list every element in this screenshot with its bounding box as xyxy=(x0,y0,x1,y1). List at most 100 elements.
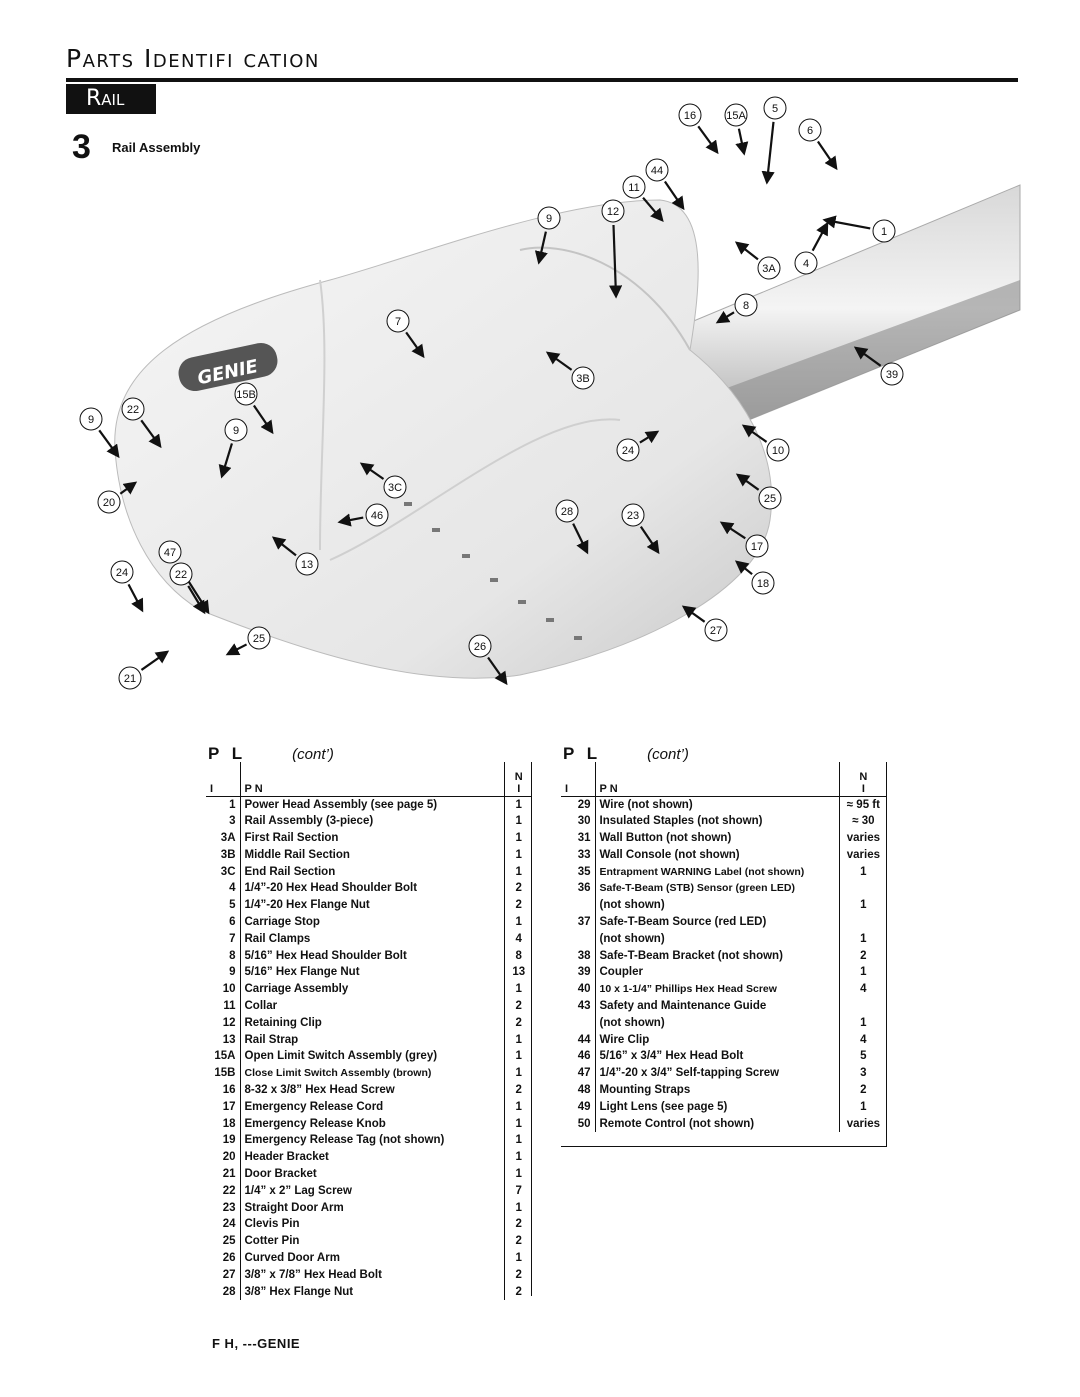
part-qty: 1 xyxy=(515,1251,522,1264)
part-qty: 1 xyxy=(860,932,867,945)
part-name: Coupler xyxy=(595,963,840,981)
callout-arrow xyxy=(639,430,660,444)
callout-arrow xyxy=(140,419,162,449)
callout-arrow xyxy=(735,473,760,491)
vents xyxy=(404,502,582,640)
part-qty: 13 xyxy=(512,966,526,979)
part-id: 31 xyxy=(561,829,596,847)
part-name: Wire (not shown) xyxy=(595,796,840,813)
callout-arrow xyxy=(187,585,206,615)
part-id: 15B xyxy=(206,1064,241,1082)
part-id: 28 xyxy=(206,1283,241,1300)
part-qty: 2 xyxy=(515,1268,522,1281)
part-id xyxy=(561,930,596,948)
part-qty: 1 xyxy=(860,966,867,979)
part-qty: 1 xyxy=(515,1117,522,1130)
part-name: Safety and Maintenance Guide xyxy=(595,997,840,1015)
part-name: (not shown) xyxy=(595,930,840,948)
part-qty: 1 xyxy=(860,899,867,912)
callout-label: 3B xyxy=(576,373,589,385)
part-id: 35 xyxy=(561,863,596,880)
part-qty: 1 xyxy=(515,865,522,878)
callout-bubble xyxy=(295,552,319,576)
callout-label: 25 xyxy=(253,633,265,645)
part-name: Remote Control (not shown) xyxy=(595,1115,840,1132)
part-name: Emergency Release Knob xyxy=(240,1115,506,1132)
callout-46: 46 xyxy=(337,503,389,527)
callout-4: 4 xyxy=(794,221,829,275)
part-id: 23 xyxy=(206,1199,241,1216)
part-id: 3C xyxy=(206,863,241,880)
callout-bubble xyxy=(169,562,193,586)
part-qty: 1 xyxy=(515,983,522,996)
part-qty: 2 xyxy=(860,1083,867,1096)
callout-bubble xyxy=(704,618,728,642)
callout-3C: 3C xyxy=(359,462,407,499)
callout-10: 10 xyxy=(741,424,790,462)
part-qty: 1 xyxy=(515,815,522,828)
part-qty: 1 xyxy=(515,1033,522,1046)
part-id: 11 xyxy=(206,997,241,1015)
part-qty: 4 xyxy=(860,983,867,996)
callout-9: 9 xyxy=(79,407,120,459)
callout-26: 26 xyxy=(468,634,508,686)
part-qty: 2 xyxy=(515,1016,522,1029)
part-qty: 1 xyxy=(860,1100,867,1113)
part-name: Middle Rail Section xyxy=(240,846,506,864)
callout-label: 4 xyxy=(803,258,809,270)
title-rule xyxy=(66,78,1018,82)
part-id: 22 xyxy=(206,1182,241,1200)
part-name: 5/16” Hex Head Shoulder Bolt xyxy=(240,947,506,964)
part-qty: 2 xyxy=(515,1235,522,1248)
callout-arrow xyxy=(127,583,144,613)
callout-arrow xyxy=(140,650,170,671)
part-name: Entrapment WARNING Label (not shown) xyxy=(595,863,840,880)
callout-label: 15B xyxy=(236,389,256,401)
part-name: Collar xyxy=(240,997,506,1015)
callout-label: 8 xyxy=(743,300,749,312)
callout-15A: 15A xyxy=(724,103,749,156)
section-tab: Rail xyxy=(66,84,156,114)
part-qty: 1 xyxy=(515,798,522,811)
part-qty: varies xyxy=(846,831,881,844)
callout-22: 22 xyxy=(169,562,206,615)
callout-bubble xyxy=(724,103,748,127)
part-name: Power Head Assembly (see page 5) xyxy=(240,796,506,813)
callout-bubble xyxy=(757,256,781,280)
genie-logo xyxy=(178,342,278,392)
part-name: Wire Clip xyxy=(595,1031,840,1048)
callout-bubble xyxy=(383,475,407,499)
part-id: 39 xyxy=(561,963,596,981)
part-name: Carriage Assembly xyxy=(240,980,506,998)
part-name: End Rail Section xyxy=(240,863,506,880)
callout-label: 13 xyxy=(301,559,313,571)
callout-12: 12 xyxy=(601,199,625,299)
part-name: Clevis Pin xyxy=(240,1215,506,1233)
part-name: 5/16” Hex Flange Nut xyxy=(240,963,506,981)
callout-21: 21 xyxy=(118,650,170,690)
part-name: Wall Button (not shown) xyxy=(595,829,840,847)
part-qty: 2 xyxy=(515,899,522,912)
callout-17: 17 xyxy=(719,521,769,558)
callout-arrow xyxy=(405,331,425,359)
callout-bubble xyxy=(880,362,904,386)
part-id: 40 xyxy=(561,980,596,998)
part-id: 43 xyxy=(561,997,596,1015)
part-id: 26 xyxy=(206,1249,241,1267)
table-row: (not shown)1 xyxy=(561,896,887,914)
part-id: 27 xyxy=(206,1266,241,1284)
callout-label: 20 xyxy=(103,497,115,509)
part-qty: 2 xyxy=(515,1218,522,1231)
callout-arrow xyxy=(663,180,685,211)
